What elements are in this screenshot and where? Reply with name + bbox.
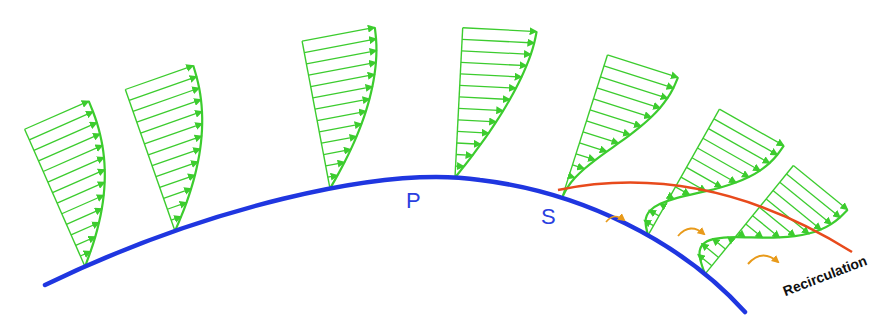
velocity-arrow — [302, 27, 375, 41]
velocity-arrow — [597, 88, 660, 108]
velocity-arrow — [137, 100, 201, 123]
velocity-arrow — [57, 182, 105, 203]
velocity-arrow — [607, 55, 678, 77]
velocity-arrow — [39, 134, 101, 161]
velocity-arrow — [324, 149, 351, 154]
velocity-arrow — [456, 154, 472, 156]
velocity-arrow — [460, 85, 516, 88]
velocity-arrow — [461, 62, 527, 65]
velocity-profile — [562, 55, 678, 198]
region-label: Recirculation — [781, 253, 869, 298]
velocity-arrow — [164, 189, 192, 199]
point-label: S — [541, 206, 556, 228]
point-label: P — [406, 190, 421, 212]
velocity-arrow — [311, 74, 375, 86]
velocity-arrow — [306, 51, 376, 64]
velocity-arrow — [569, 176, 575, 178]
velocity-arrow — [719, 109, 783, 145]
velocity-arrow — [66, 209, 102, 225]
velocity-arrow — [43, 145, 102, 171]
velocity-arrow — [321, 137, 356, 144]
velocity-arrow — [458, 120, 496, 122]
velocity-arrow — [579, 143, 606, 152]
velocity-arrow — [133, 88, 199, 111]
velocity-arrow — [129, 77, 197, 101]
velocity-arrow — [144, 124, 202, 144]
velocity-arrow — [457, 143, 481, 144]
recirculation-arrow — [748, 255, 778, 264]
velocity-arrow — [313, 87, 373, 98]
velocity-arrow — [29, 112, 93, 140]
velocity-arrow — [593, 99, 651, 117]
velocity-arrow — [793, 166, 847, 210]
velocity-arrow — [604, 66, 674, 88]
velocity-arrow — [702, 244, 719, 258]
profile-curve — [330, 27, 376, 188]
velocity-arrow — [71, 223, 99, 235]
velocity-profile — [302, 27, 376, 188]
velocity-profile — [125, 66, 202, 231]
velocity-arrow — [457, 131, 488, 133]
profile-baseline — [562, 55, 607, 198]
velocity-arrow — [713, 239, 726, 249]
velocity-arrow — [753, 216, 780, 238]
recirculation-arrow — [606, 216, 624, 222]
velocity-arrow — [148, 136, 201, 155]
velocity-arrow — [156, 162, 198, 177]
velocity-arrow — [576, 154, 595, 160]
velocity-arrow — [686, 167, 721, 187]
velocity-arrow — [590, 110, 641, 126]
profile-curve — [646, 146, 784, 236]
velocity-arrow — [304, 39, 376, 53]
velocity-arrow — [141, 111, 203, 133]
velocity-arrow — [572, 165, 584, 169]
profile-curve — [562, 77, 678, 198]
velocity-arrow — [600, 77, 667, 98]
velocity-arrow — [463, 28, 537, 32]
velocity-arrow — [462, 51, 531, 55]
wall-surface — [45, 177, 745, 312]
velocity-arrow — [583, 132, 619, 143]
velocity-arrow — [160, 175, 195, 187]
velocity-arrow — [317, 111, 366, 120]
velocity-arrow — [692, 158, 736, 183]
velocity-arrow — [460, 74, 521, 77]
velocity-arrow — [48, 157, 104, 182]
velocity-profile — [644, 109, 784, 235]
profile-curve — [455, 32, 537, 178]
velocity-profiles — [25, 27, 848, 274]
velocity-arrow — [25, 101, 89, 129]
velocity-arrow — [759, 207, 795, 236]
velocity-arrow — [319, 124, 361, 132]
velocity-arrow — [746, 224, 763, 238]
velocity-arrow — [586, 121, 630, 135]
velocity-arrow — [459, 97, 510, 100]
velocity-arrow — [462, 39, 534, 43]
velocity-arrow — [703, 138, 760, 170]
profile-curve — [85, 101, 105, 266]
recirculation-arrow — [678, 228, 704, 236]
velocity-profile — [455, 28, 537, 178]
velocity-arrow — [309, 62, 377, 75]
velocity-arrow — [52, 170, 104, 193]
velocity-arrow — [34, 123, 97, 151]
velocity-arrow — [459, 108, 504, 110]
velocity-profile — [698, 166, 848, 275]
velocity-arrow — [787, 174, 841, 218]
velocity-arrow — [697, 148, 749, 177]
velocity-arrow — [125, 66, 193, 90]
separation-streamline — [558, 183, 852, 252]
velocity-arrow — [315, 99, 370, 109]
profile-curve — [700, 210, 848, 274]
velocity-profile — [25, 101, 105, 266]
profile-curve — [175, 66, 202, 231]
